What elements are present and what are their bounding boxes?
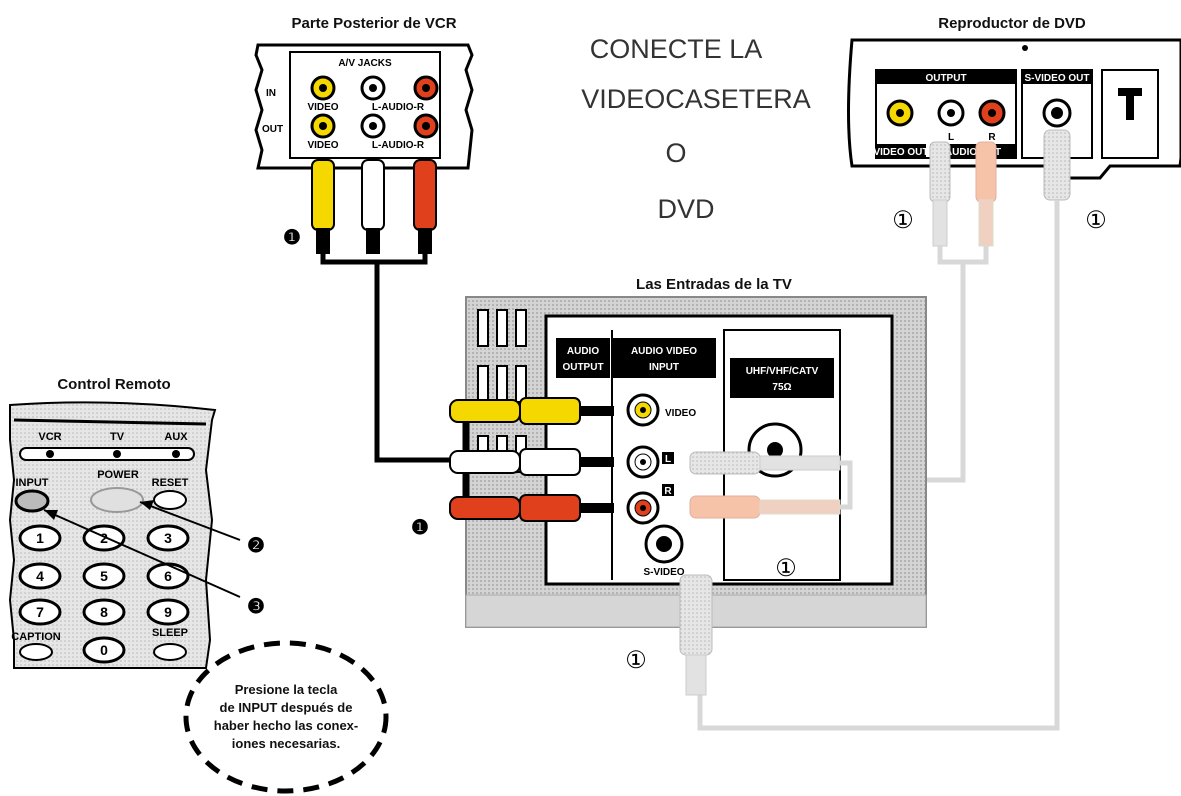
alt-marker-tv-av: ① [775,555,797,582]
digit-label-5: 5 [100,568,108,584]
sleep-button[interactable] [153,643,187,661]
digit-button-4[interactable] [18,562,62,590]
tv-audio-output-label-2: OUTPUT [562,362,603,373]
input-note: Presione la tecla de INPUT después de ha… [183,640,389,794]
digit-button-5[interactable] [82,562,126,590]
digit-label-2: 2 [100,530,108,546]
vcr-out-audio-label: L-AUDIO-R [372,140,425,151]
av-jacks-label: A/V JACKS [338,58,392,69]
dvd-r-label: R [988,132,996,143]
tv-av-input-label-2: INPUT [649,362,679,373]
power-button[interactable] [90,487,144,513]
tv-inputs-label: Las Entradas de la TV [636,276,792,293]
vcr-in-audio-label: L-AUDIO-R [372,102,425,113]
reset-button[interactable] [153,490,187,510]
remote-label: Control Remoto [57,376,170,393]
step-1-marker-top: ❶ [283,227,301,249]
input-key-label: INPUT [16,477,49,489]
tv-l-label: L [665,454,671,465]
digit-button-0[interactable] [82,636,126,664]
vcr-out-label: OUT [262,124,283,135]
heading-line-2: VIDEOCASETERA [581,84,811,114]
vcr-cable [374,262,450,463]
digit-button-8[interactable] [82,598,126,626]
digit-button-9[interactable] [146,598,190,626]
digit-label-7: 7 [36,604,44,620]
vcr-back-panel: A/V JACKS IN OUT VIDEO L-AUDIO-R VIDEO L… [254,43,474,170]
input-button[interactable] [14,489,50,513]
caption-key-label: CAPTION [11,631,61,643]
digit-label-6: 6 [164,568,172,584]
heading-line-1: CONECTE LA [590,34,763,64]
vcr-back-label: Parte Posterior de VCR [291,15,456,32]
callout-arrows [43,500,241,598]
caption-button[interactable] [19,643,53,661]
reset-key-label: RESET [152,477,189,489]
note-line-4: iones necesarias. [232,736,340,751]
vcr-rca-plugs [311,159,437,265]
dvd-l-label: L [948,132,954,143]
dvd-player-panel: OUTPUT L R VIDEO OUT AUDIO OUT S-VIDEO O… [847,38,1181,180]
tv-video-input-label: VIDEO [665,408,696,419]
dvd-output-label: OUTPUT [925,73,966,84]
tv-uhf-label-1: UHF/VHF/CATV [746,366,819,377]
aux-key-label: AUX [164,431,188,443]
alt-marker-dvd-svideo: ① [1085,207,1107,234]
step-3-marker: ❸ [247,596,265,618]
vcr-key-label: VCR [38,431,61,443]
digit-label-0: 0 [100,642,108,658]
digit-label-1: 1 [36,530,44,546]
tv-audio-output-label-1: AUDIO [567,346,599,357]
heading-line-3: O [665,138,686,168]
digit-button-7[interactable] [18,598,62,626]
tv-av-input-label-1: AUDIO VIDEO [631,346,697,357]
vcr-out-video-label: VIDEO [307,140,338,151]
step-1-marker-bottom: ❶ [411,517,429,539]
note-line-3: haber hecho las conex- [214,718,359,733]
vcr-in-label: IN [266,88,276,99]
dvd-player-label: Reproductor de DVD [938,15,1086,32]
digit-label-8: 8 [100,604,108,620]
tv-key-label: TV [110,431,125,443]
tv-input-panel: AUDIO OUTPUT AUDIO VIDEO INPUT UHF/VHF/C… [465,296,927,628]
sleep-key-label: SLEEP [152,627,188,639]
digit-label-4: 4 [36,568,44,584]
digit-label-3: 3 [164,530,172,546]
vcr-in-video-label: VIDEO [307,102,338,113]
digit-button-3[interactable] [146,524,190,552]
tv-r-label: R [664,486,672,497]
tv-uhf-label-2: 75Ω [772,382,791,393]
dvd-audio-out-label: AUDIO OUT [945,147,1001,158]
tv-vcr-plugs [449,397,614,522]
alt-marker-dvd-av: ① [892,207,914,234]
tv-dvd-plugs [679,451,853,696]
heading-line-4: DVD [657,194,714,224]
power-key-label: POWER [97,469,139,481]
tv-svideo-label: S-VIDEO [643,567,684,578]
digit-label-9: 9 [164,604,172,620]
dvd-svideo-out-label: S-VIDEO OUT [1024,73,1089,84]
note-line-2: de INPUT después de [220,700,353,715]
dvd-video-out-label: VIDEO OUT [873,147,928,158]
alt-marker-tv-svideo: ① [625,647,647,674]
step-2-marker: ❷ [247,535,265,557]
note-line-1: Presione la tecla [235,682,338,697]
digit-button-1[interactable] [18,524,62,552]
